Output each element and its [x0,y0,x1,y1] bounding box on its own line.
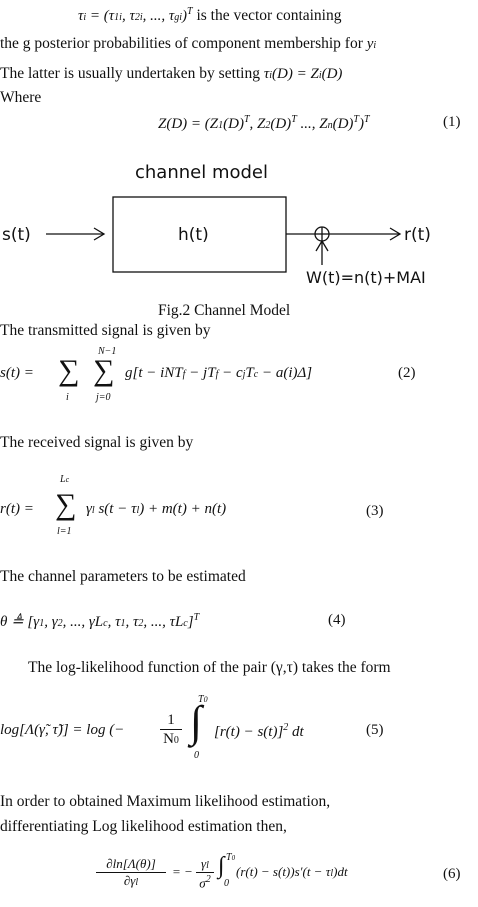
vector-definition-text: is the vector containing [196,7,342,24]
latter-text: The latter is usually undertaken by sett… [0,65,260,82]
where-label: Where [0,89,42,106]
output-signal-label: r(t) [404,225,431,245]
input-signal-label: s(t) [2,225,31,245]
channel-block-label: h(t) [178,225,209,245]
ml-text-line-1: In order to obtained Maximum likelihood … [0,793,331,810]
equation-2-number: (2) [398,365,416,381]
transmitted-text: The transmitted signal is given by [0,322,211,339]
channel-params-text: The channel parameters to be estimated [0,568,246,585]
received-text: The received signal is given by [0,434,194,451]
diagram-title: channel model [135,162,268,183]
equation-4: θ ≜ [γ1, γ2, ..., γLc, τ1, τ2, ..., τLc]… [0,612,200,630]
ml-text-line-2: differentiating Log likelihood estimatio… [0,818,287,835]
y-variable: yi [366,36,377,52]
posterior-line: the g posterior probabilities of compone… [0,35,376,53]
noise-label: W(t)=n(t)+MAI [306,268,426,287]
equation-3-number: (3) [366,503,384,519]
tau-setting-equation: τi(D) = Zi(D) [263,66,343,82]
figure-caption: Fig.2 Channel Model [158,302,291,319]
channel-model-diagram: channel model s(t) h(t) r(t) W(t)=n(t)+M… [2,162,431,287]
tau-vector-equation: τi = (τ1i, τ2i, ..., τgi)T [78,6,193,24]
equation-1-number: (1) [443,114,461,130]
posterior-text: the g posterior probabilities of compone… [0,35,363,52]
equation-5-number: (5) [366,722,384,738]
equation-1: Z(D) = (Z1(D)T, Z2(D)T ..., Zn(D)T)T [158,114,370,132]
latter-line: The latter is usually undertaken by sett… [0,65,342,83]
log-likelihood-text: The log-likelihood function of the pair … [28,659,391,676]
equation-6-number: (6) [443,866,461,882]
vector-definition-line: τi = (τ1i, τ2i, ..., τgi)T is the vector… [78,6,342,25]
equation-4-number: (4) [328,612,346,628]
